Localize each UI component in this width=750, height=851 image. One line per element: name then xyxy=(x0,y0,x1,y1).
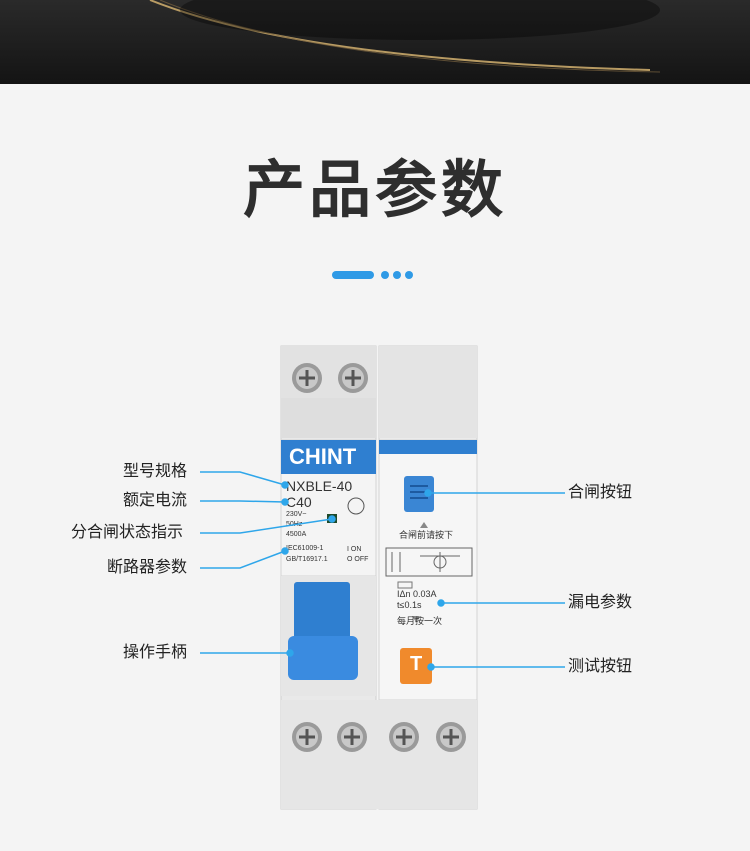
divider-bar xyxy=(332,271,374,279)
divider-dot xyxy=(393,271,401,279)
callout-leakage-params: 漏电参数 xyxy=(568,594,633,611)
spec-voltage: 230V~ xyxy=(286,511,307,518)
brand-logo: CHINT xyxy=(289,444,357,469)
divider-dot xyxy=(405,271,413,279)
callout-close-button: 合闸按钮 xyxy=(568,484,633,501)
screw-icon xyxy=(292,363,322,393)
ccc-mark-icon xyxy=(347,497,365,515)
test-button-letter: T xyxy=(410,653,423,675)
standard-gb: GB/T16917.1 xyxy=(286,556,328,563)
off-label: O OFF xyxy=(347,556,369,563)
page-title: 产品参数 xyxy=(242,153,507,226)
test-hint: 每月按一次 xyxy=(397,616,443,626)
screw-icon xyxy=(337,722,367,752)
callout-model-spec: 型号规格 xyxy=(123,463,188,480)
rcd-symbol-icon xyxy=(397,581,413,589)
banner-decoration xyxy=(149,0,661,73)
on-label: I ON xyxy=(347,546,362,553)
screw-icon xyxy=(292,722,322,752)
screw-icon xyxy=(389,722,419,752)
right-top-strip xyxy=(379,440,477,454)
callout-breaker-params: 断路器参数 xyxy=(107,559,188,576)
top-banner xyxy=(0,0,750,84)
model-text: NXBLE-40 xyxy=(286,478,353,494)
spec-breaking: 4500A xyxy=(286,531,307,538)
standard-iec: IEC61009-1 xyxy=(286,545,324,552)
handle-lever xyxy=(294,582,350,642)
circuit-diagram-icon xyxy=(385,547,473,577)
callout-test-button: 测试按钮 xyxy=(568,658,633,675)
screw-icon xyxy=(338,363,368,393)
rating-text: C40 xyxy=(286,494,312,510)
leak-current: IΔn 0.03A xyxy=(397,589,437,599)
callout-handle: 操作手柄 xyxy=(123,644,188,661)
brand-strip xyxy=(281,440,376,474)
close-hint: 合闸前请按下 xyxy=(399,530,454,540)
test-button-shape xyxy=(400,648,432,684)
screw-icon xyxy=(436,722,466,752)
divider-dot xyxy=(381,271,389,279)
trip-time: t≤0.1s xyxy=(397,600,422,610)
callout-status-indicator: 分合闸状态指示 xyxy=(71,524,184,541)
operating-handle xyxy=(288,636,358,680)
callout-rated-current: 额定电流 xyxy=(123,492,188,509)
